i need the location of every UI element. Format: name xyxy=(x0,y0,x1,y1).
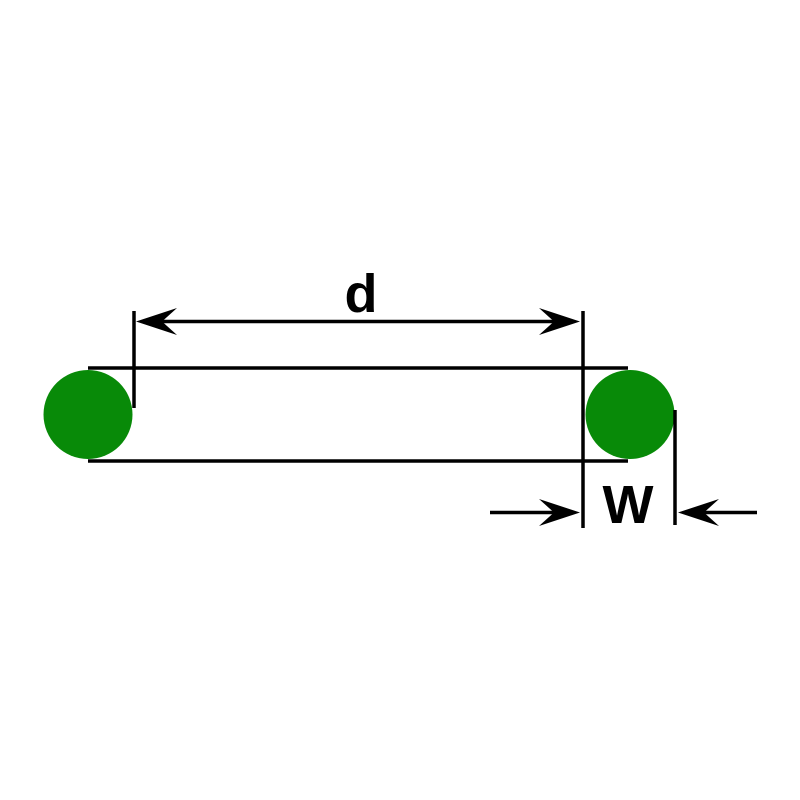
diagram-lines xyxy=(88,311,757,528)
oring-body xyxy=(43,370,675,459)
oring-cross-section-right xyxy=(585,370,675,459)
d-arrowhead-right xyxy=(539,308,580,335)
w-arrowhead-right xyxy=(678,499,719,526)
d-arrowhead-left xyxy=(136,308,177,335)
w-label: W xyxy=(603,475,654,535)
w-arrowhead-left xyxy=(539,499,580,526)
oring-cross-section-left xyxy=(43,370,133,459)
dimension-arrowheads xyxy=(136,308,719,526)
d-label: d xyxy=(345,264,378,324)
dimension-labels: d W xyxy=(345,264,654,535)
